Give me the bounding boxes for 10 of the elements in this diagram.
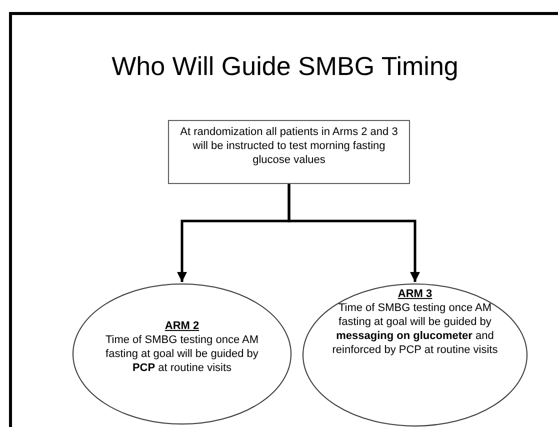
node-text: At randomization all patients in Arms 2 and 3 will be instructed to test morning fasting glucose values <box>179 125 399 167</box>
node-text: Time of SMBG testing once AM fasting at goal will be guided by messaging on glucometer and reinforced by PCP at routine visits <box>331 301 499 357</box>
arm-heading: ARM 3 <box>398 287 432 301</box>
arm-ellipse <box>302 283 528 427</box>
arrow <box>288 184 420 282</box>
arm-heading: ARM 2 <box>164 319 200 333</box>
arm-ellipse <box>72 283 292 425</box>
process-box <box>168 120 410 184</box>
node-text: Time of SMBG testing once AM fasting at goal will be guided by PCP at routine visits <box>104 333 260 375</box>
title: Who Will Guide SMBG Timing <box>110 50 460 82</box>
